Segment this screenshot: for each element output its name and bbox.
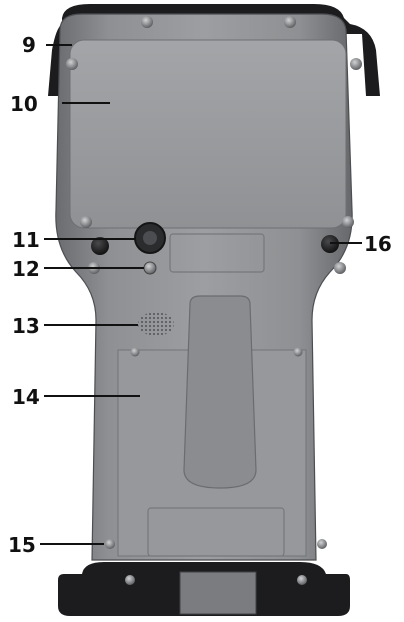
- screws: [66, 16, 362, 585]
- screw: [293, 347, 303, 357]
- screw: [130, 347, 140, 357]
- screw: [141, 16, 153, 28]
- callout-label-16: 16: [364, 232, 392, 256]
- callout-label-10: 10: [10, 92, 38, 116]
- callout-label-12: 12: [12, 257, 40, 281]
- screw: [342, 216, 354, 228]
- battery-cover-panel: [69, 39, 347, 229]
- hand-strap-slot: [183, 295, 257, 489]
- callout-label-13: 13: [12, 314, 40, 338]
- screw: [284, 16, 296, 28]
- label-recess-lower: [147, 507, 285, 557]
- callout-label-9: 9: [22, 33, 36, 57]
- screw: [350, 58, 362, 70]
- screw: [105, 539, 115, 549]
- speaker-grill: [138, 312, 174, 336]
- screw: [80, 216, 92, 228]
- screw: [297, 575, 307, 585]
- screw: [66, 58, 78, 70]
- callout-label-14: 14: [12, 385, 40, 409]
- callout-label-15: 15: [8, 533, 36, 557]
- screw: [317, 539, 327, 549]
- callout-labels: 9 10 11 12 13 14 15 16: [8, 33, 392, 557]
- label-recess-upper: [169, 233, 265, 273]
- screw: [125, 575, 135, 585]
- camera-lens-inner: [143, 231, 157, 245]
- strap-anchor-left: [91, 237, 109, 255]
- flash-led: [143, 261, 157, 275]
- leader-lines: [40, 44, 362, 545]
- bottom-connector: [179, 571, 257, 615]
- callout-label-11: 11: [12, 228, 40, 252]
- screw: [334, 262, 346, 274]
